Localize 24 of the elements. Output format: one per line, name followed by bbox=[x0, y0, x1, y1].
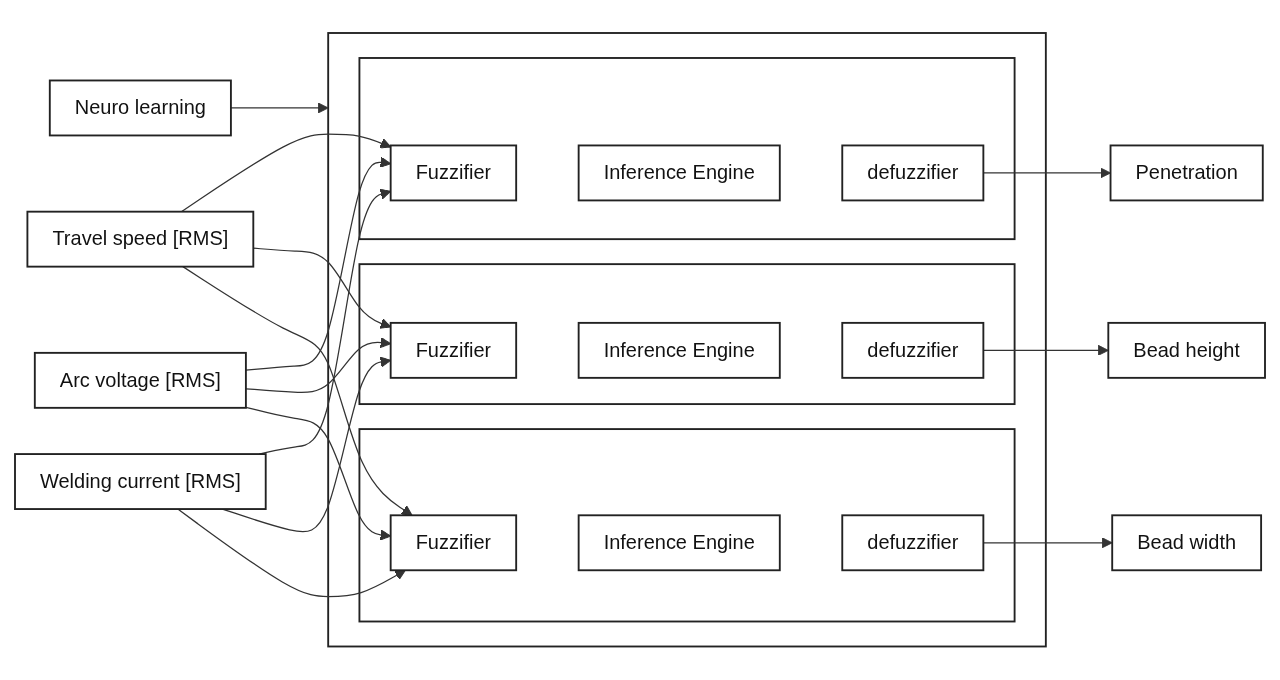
node-box: defuzzifier bbox=[841, 144, 985, 202]
node-box: Inference Engine bbox=[577, 144, 781, 202]
arrow bbox=[182, 266, 413, 517]
node-box: Bead height bbox=[1107, 322, 1266, 380]
node-box: Fuzzifier bbox=[389, 322, 518, 380]
arrow bbox=[180, 133, 392, 213]
node-box: Neuro learning bbox=[48, 79, 232, 137]
node-box: Bead width bbox=[1111, 514, 1263, 572]
cluster bbox=[358, 263, 1016, 406]
arrow bbox=[230, 102, 329, 114]
cluster bbox=[358, 428, 1016, 623]
node-box: defuzzifier bbox=[841, 322, 985, 380]
node-box: Welding current [RMS] bbox=[14, 453, 267, 511]
cluster bbox=[358, 57, 1016, 241]
node-box: Inference Engine bbox=[577, 514, 781, 572]
node-box: Penetration bbox=[1109, 144, 1264, 202]
node-box: Inference Engine bbox=[577, 322, 781, 380]
node-box: Fuzzifier bbox=[389, 144, 518, 202]
node-box: Fuzzifier bbox=[389, 514, 518, 572]
cluster bbox=[327, 32, 1047, 648]
node-box: defuzzifier bbox=[841, 514, 985, 572]
arrow bbox=[177, 508, 406, 598]
node-box: Arc voltage [RMS] bbox=[33, 352, 247, 410]
node-box: Travel speed [RMS] bbox=[26, 211, 255, 268]
